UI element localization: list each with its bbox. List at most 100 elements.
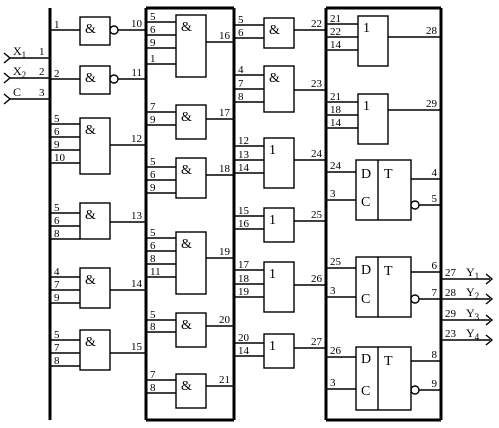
flipflop-1-d-pin: 24: [330, 160, 342, 172]
gate-17-body: [175, 104, 207, 140]
output-pin-1: 27: [445, 267, 457, 279]
gate-23-input-pin-3: 8: [238, 91, 244, 103]
gate-17-symbol: &: [181, 110, 192, 125]
flipflop-1-d-label: D: [361, 167, 371, 182]
gate-23-input-pin-2: 7: [238, 78, 244, 90]
flipflop-2-q-pin: 6: [432, 260, 438, 272]
input-name-1: X: [13, 44, 22, 58]
gate-22-body: [263, 17, 295, 49]
gate-10-inversion-bubble: [109, 25, 119, 35]
gate-20: 58&20: [146, 309, 234, 348]
gate-24-body: [263, 137, 295, 189]
output-subscript-3: 3: [475, 312, 480, 322]
flipflop-3-d-label: D: [361, 352, 371, 367]
gate-22-input-pin-2: 6: [238, 27, 244, 39]
gate-23-input-pin-1: 4: [238, 64, 244, 76]
gate-12-output-pin: 12: [131, 133, 142, 145]
gate-15-input-pin-3: 8: [54, 355, 60, 367]
gate-28-output-pin: 28: [426, 25, 438, 37]
gate-22-output-pin: 22: [311, 18, 322, 30]
gate-19-input-pin-2: 6: [150, 240, 156, 252]
gate-25-input-pin-1: 15: [238, 205, 250, 217]
gate-29-input-pin-2: 18: [330, 104, 342, 116]
gate-16-input-pin-2: 6: [150, 24, 156, 36]
gate-24-symbol: 1: [269, 143, 276, 158]
gate-23-output-pin: 23: [311, 78, 323, 90]
gate-21: 78&21: [146, 369, 234, 409]
gate-14-input-pin-3: 9: [54, 292, 60, 304]
flipflop-1-c-label: C: [361, 195, 370, 210]
flipflop-3-d-pin: 26: [330, 345, 342, 357]
gate-26-symbol: 1: [269, 267, 276, 282]
output-name-4: Y: [466, 326, 475, 340]
gate-15: 578&15: [50, 329, 146, 371]
output-arrow-2: [485, 293, 494, 305]
gate-11-body: [79, 65, 111, 95]
gate-14-output-pin: 14: [131, 278, 143, 290]
gate-13-input-pin-1: 5: [54, 202, 60, 214]
gate-16-input-pin-1: 5: [150, 11, 156, 23]
gate-18: 569&18: [146, 156, 234, 199]
gate-24-input-pin-2: 13: [238, 149, 250, 161]
gate-10-input-pin-1: 1: [54, 19, 60, 31]
gate-21-output-pin: 21: [219, 374, 230, 386]
gate-26-input-pin-1: 17: [238, 259, 250, 271]
gate-15-input-pin-1: 5: [54, 329, 60, 341]
logic-elements: 1&102&1156910&12568&13479&14578&155691&1…: [50, 11, 441, 411]
gate-11-symbol: &: [85, 71, 96, 86]
gate-18-body: [175, 157, 207, 199]
input-label-2: X2: [13, 64, 26, 80]
gate-16-input-pin-3: 9: [150, 37, 156, 49]
flipflop-3-q-pin: 8: [432, 349, 438, 361]
gate-20-input-pin-2: 8: [150, 321, 156, 333]
gate-25-body: [263, 207, 295, 243]
output-name-1: Y: [466, 265, 475, 279]
output-pin-4: 23: [445, 328, 457, 340]
gate-21-input-pin-2: 8: [150, 382, 156, 394]
gate-28-input-pin-3: 14: [330, 39, 342, 51]
gate-14-input-pin-2: 7: [54, 279, 60, 291]
gate-12-body: [79, 117, 111, 175]
output-subscript-2: 2: [475, 291, 480, 301]
gate-25-output-pin: 25: [311, 209, 323, 221]
gate-29-input-pin-3: 14: [330, 117, 342, 129]
gate-19-symbol: &: [181, 237, 192, 252]
gate-15-output-pin: 15: [131, 341, 143, 353]
gate-29-output-pin: 29: [426, 98, 438, 110]
gate-16-body: [175, 14, 207, 78]
gate-26-body: [263, 261, 295, 313]
gate-29-body: [357, 93, 389, 145]
gate-16-symbol: &: [181, 20, 192, 35]
output-subscript-4: 4: [475, 332, 480, 342]
flipflop-3-inversion-bubble: [410, 385, 420, 395]
gate-22: 56&22: [234, 14, 326, 49]
output-pin-2: 28: [445, 287, 457, 299]
gate-25-symbol: 1: [269, 213, 276, 228]
flipflop-1-q-pin: 4: [432, 167, 438, 179]
gate-23: 478&23: [234, 64, 326, 113]
gate-12-input-pin-2: 6: [54, 126, 60, 138]
flipflop-2-d-pin: 25: [330, 256, 342, 268]
flipflop-2-d-label: D: [361, 263, 371, 278]
output-arrow-3: [485, 314, 494, 326]
gate-24-input-pin-1: 12: [238, 135, 249, 147]
gate-16-input-pin-4: 1: [150, 53, 156, 65]
gate-13: 568&13: [50, 202, 146, 240]
gate-19-input-pin-3: 8: [150, 253, 156, 265]
flipflop-2-type-label: T: [384, 264, 393, 279]
gate-18-input-pin-1: 5: [150, 156, 156, 168]
gate-17: 79&17: [146, 101, 234, 140]
gate-20-body: [175, 312, 207, 348]
gate-11-output-pin: 11: [131, 67, 142, 79]
gate-21-input-pin-1: 7: [150, 369, 156, 381]
gate-16-output-pin: 16: [219, 30, 231, 42]
gate-11-inversion-bubble: [109, 74, 119, 84]
gate-13-symbol: &: [85, 208, 96, 223]
output-label-4: Y4: [466, 326, 480, 342]
